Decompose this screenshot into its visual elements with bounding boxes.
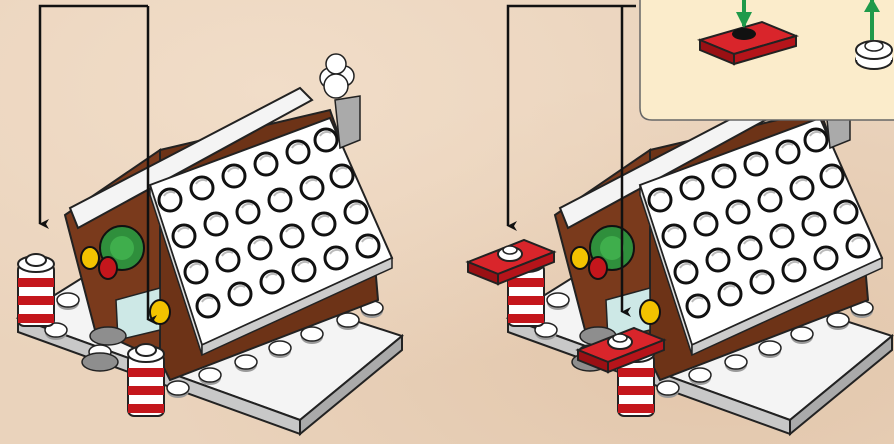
round-brick-stack xyxy=(128,344,164,416)
step-before-panel xyxy=(18,6,402,434)
round-stud-part-icon xyxy=(856,41,892,69)
round-brick-stack xyxy=(18,254,54,326)
parts-callout xyxy=(640,0,894,120)
